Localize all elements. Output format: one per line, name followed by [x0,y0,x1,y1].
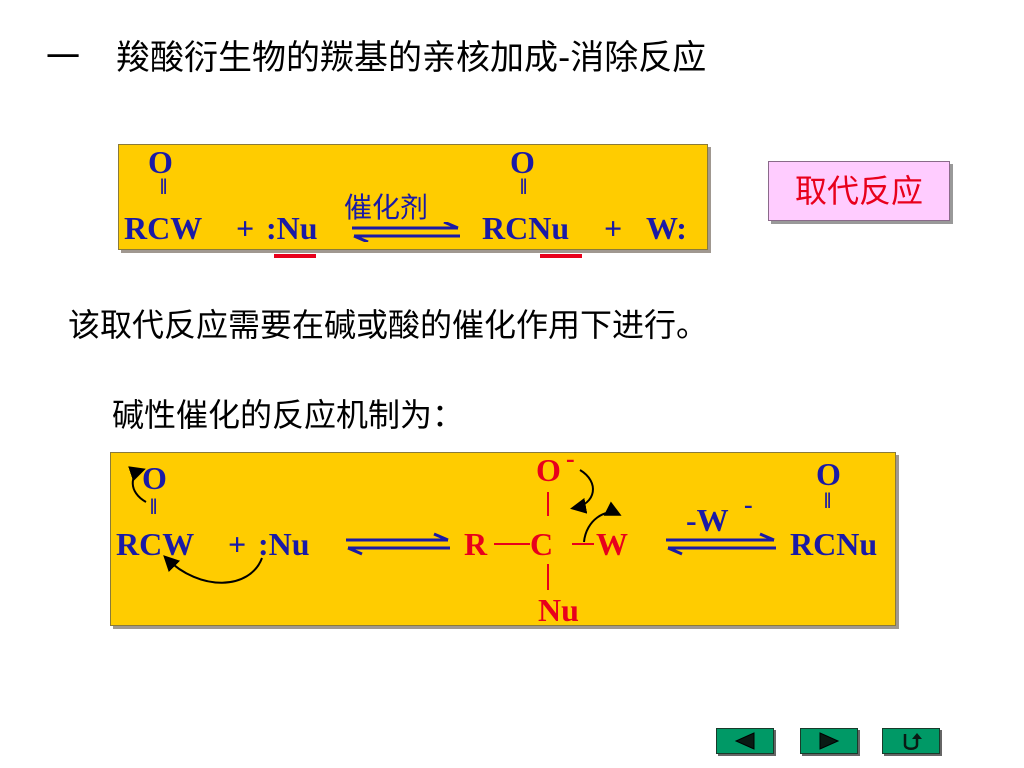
mechanism-caption: 碱性催化的反应机制为： [112,396,465,434]
curved-arrow-pi-to-oxygen [128,466,147,503]
reaction2-reactant-oxygen: O [142,460,167,496]
intermediate-r-group: R [464,526,488,562]
section-number: 一 [46,38,80,78]
substitution-badge: 取代反应 [768,161,950,221]
reaction2-product-oxygen: O [816,456,841,492]
reaction1-plus: + [236,210,255,246]
equilibrium-arrow-1 [352,222,460,242]
reaction2-nucleophile: :Nu [258,526,310,562]
reaction2-reactant: RCW [116,526,195,562]
reaction2-product: RCNu [790,526,878,562]
reaction2-product-double-bond: ‖ [824,488,832,513]
slide-title: 一羧酸衍生物的羰基的亲核加成-消除反应 [46,30,706,79]
curved-arrow-leaving-group [583,501,622,543]
reaction1-panel [118,144,708,250]
return-icon [903,733,922,750]
reaction1-reactant-double-bond: ‖ [160,174,168,199]
nucleophile-underline [274,254,316,258]
prev-arrow-icon [734,732,755,750]
equilibrium-arrow-3 [666,532,776,556]
reaction1-product-oxygen: O [510,144,535,180]
next-arrow-icon [819,732,840,750]
eliminated-group-charge: - [744,490,753,519]
statement-text: 该取代反应需要在碱或酸的催化作用下进行。 [68,306,709,344]
reaction1-nucleophile: :Nu [266,210,318,246]
reaction2-reactant-double-bond: ‖ [150,494,158,519]
reaction1-product: RCNu [482,210,570,246]
next-slide-button[interactable] [800,728,858,754]
reaction1-product-double-bond: ‖ [520,174,528,199]
reaction1-leaving-group: W: [646,210,687,246]
reaction2-plus: + [228,526,247,562]
title-text: 羧酸衍生物的羰基的亲核加成-消除反应 [116,38,707,78]
curved-arrow-reform-carbonyl [570,469,594,514]
reaction1-reactant: RCW [124,210,203,246]
curved-arrow-nucleophile-attack [163,555,263,584]
product-underline [540,254,582,258]
eliminated-group: -W [686,502,729,538]
mechanism-drawing [128,466,776,590]
intermediate-carbon: C [530,526,554,562]
reaction1-plus-2: + [604,210,623,246]
return-button[interactable] [882,728,940,754]
intermediate-nucleophile: Nu [538,592,579,628]
intermediate-oxygen-charge: - [566,444,575,473]
equilibrium-arrow-2 [346,532,450,556]
catalyst-label: 催化剂 [344,191,429,224]
reaction1-reactant-oxygen: O [148,144,173,180]
intermediate-w-group: W [596,526,628,562]
prev-slide-button[interactable] [716,728,774,754]
intermediate-oxygen: O [536,452,561,488]
